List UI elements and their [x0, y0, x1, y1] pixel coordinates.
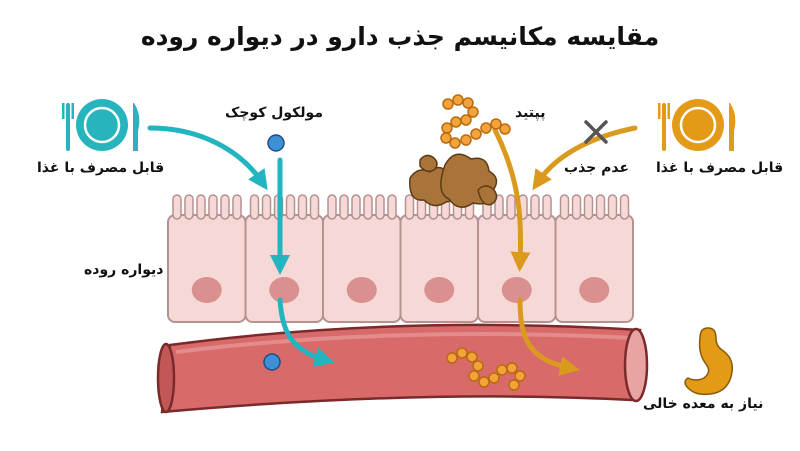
- microvillus: [220, 194, 230, 220]
- microvillus: [249, 194, 260, 220]
- intestinal-cell: [477, 194, 557, 323]
- blood-vessel: [156, 323, 649, 414]
- microvillus: [351, 194, 361, 220]
- molecule-dot-vessel: [263, 353, 281, 371]
- label-intestinal-wall: دیواره روده: [84, 262, 164, 278]
- microvillus: [595, 194, 606, 220]
- microvillus: [375, 194, 385, 220]
- microvillus: [297, 194, 308, 220]
- cell-nucleus: [501, 277, 532, 303]
- label-peptide: پپتید: [515, 105, 546, 121]
- microvillus: [387, 194, 397, 220]
- microvillus: [363, 194, 373, 220]
- peptide-chain-vessel: [446, 347, 526, 391]
- microvillus: [542, 194, 552, 220]
- fork-knife-plate-icon-right: [658, 99, 736, 151]
- microvillus: [232, 194, 242, 220]
- microvillus: [607, 194, 618, 220]
- microvillus: [208, 194, 218, 220]
- label-no-absorption: عدم جذب: [564, 160, 630, 176]
- intestinal-cell: [167, 194, 247, 323]
- microvillus: [327, 194, 337, 220]
- label-small-molecule: مولکول کوچک: [225, 105, 323, 121]
- peptide-path: [492, 120, 638, 376]
- intestinal-cells: [167, 194, 634, 323]
- microvillus: [172, 194, 182, 220]
- microvillus: [339, 194, 349, 220]
- microvillus: [506, 194, 516, 220]
- cell-nucleus: [424, 277, 455, 303]
- fork-knife-plate-icon: [62, 99, 140, 151]
- vessel-opening: [623, 327, 649, 403]
- label-right-plate: قابل مصرف با غذا: [656, 160, 784, 176]
- small-molecule-path: [147, 125, 335, 371]
- microvillus: [571, 194, 582, 220]
- intestinal-cell: [554, 194, 634, 323]
- microvillus: [184, 194, 194, 220]
- microvillus: [285, 194, 296, 220]
- cross-icon: [584, 120, 608, 144]
- label-left-plate: قابل مصرف با غذا: [37, 160, 165, 176]
- microvillus: [404, 194, 415, 220]
- peptide-chain-top: [440, 94, 511, 149]
- molecule-dot-top: [267, 134, 285, 152]
- intestinal-cell: [322, 194, 402, 323]
- intestinal-cell: [399, 194, 479, 323]
- microvillus: [196, 194, 206, 220]
- peptide-chains: [440, 94, 526, 391]
- microvillus: [559, 194, 570, 220]
- cell-nucleus: [579, 277, 610, 303]
- microvillus: [619, 194, 630, 220]
- page-title: مقایسه مکانیسم جذب دارو در دیواره روده: [140, 22, 660, 51]
- microvillus: [261, 194, 272, 220]
- food-particles: [409, 153, 498, 208]
- microvillus: [530, 194, 540, 220]
- intestinal-cell: [244, 194, 324, 323]
- stomach-icon: [684, 327, 734, 396]
- cell-nucleus: [191, 277, 222, 303]
- label-empty-stomach: نیاز به معده خالی: [643, 396, 764, 412]
- microvillus: [583, 194, 594, 220]
- microvillus: [309, 194, 320, 220]
- cell-nucleus: [346, 277, 377, 303]
- microvillus: [494, 194, 504, 220]
- cell-nucleus: [269, 277, 300, 303]
